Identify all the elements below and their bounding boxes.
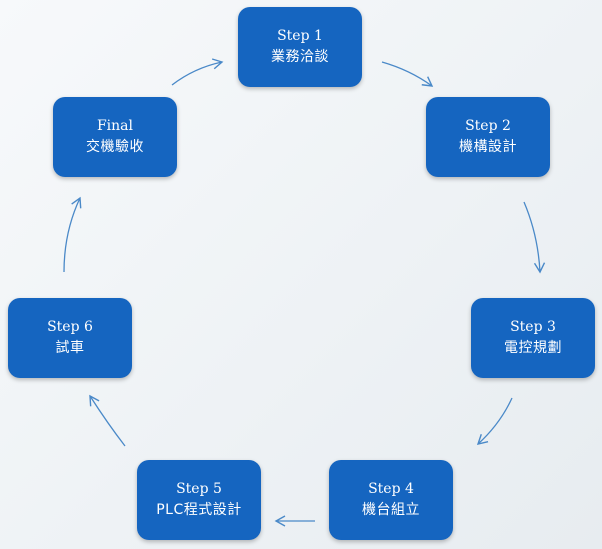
step-3-node: Step 3 電控規劃 <box>471 298 595 378</box>
step-2-label: 機構設計 <box>459 139 517 155</box>
final-node: Final 交機驗收 <box>53 97 177 177</box>
arrow-step1-to-step2 <box>381 61 434 87</box>
step-6-node: Step 6 試車 <box>8 298 132 378</box>
step-5-label: PLC程式設計 <box>156 502 242 518</box>
step-5-node: Step 5 PLC程式設計 <box>137 460 261 540</box>
final-label: 交機驗收 <box>86 139 144 155</box>
step-3-label: 電控規劃 <box>504 340 562 356</box>
step-3-title: Step 3 <box>510 319 556 335</box>
step-2-title: Step 2 <box>465 118 511 134</box>
step-4-label: 機台組立 <box>362 502 420 518</box>
step-1-node: Step 1 業務洽談 <box>238 7 362 87</box>
final-title: Final <box>96 118 134 134</box>
step-4-title: Step 4 <box>368 481 414 497</box>
arrow-step2-to-step3 <box>523 201 546 274</box>
step-2-node: Step 2 機構設計 <box>426 97 550 177</box>
arrow-step3-to-step4 <box>476 397 513 445</box>
step-1-label: 業務洽談 <box>271 49 329 65</box>
step-6-title: Step 6 <box>47 319 93 335</box>
step-6-label: 試車 <box>55 340 85 356</box>
step-4-node: Step 4 機台組立 <box>329 460 453 540</box>
arrow-step6-to-final <box>63 196 82 273</box>
arrow-step5-to-step6 <box>89 394 126 447</box>
step-1-title: Step 1 <box>277 28 323 44</box>
arrow-final-to-step1 <box>171 58 224 86</box>
step-5-title: Step 5 <box>176 481 222 497</box>
